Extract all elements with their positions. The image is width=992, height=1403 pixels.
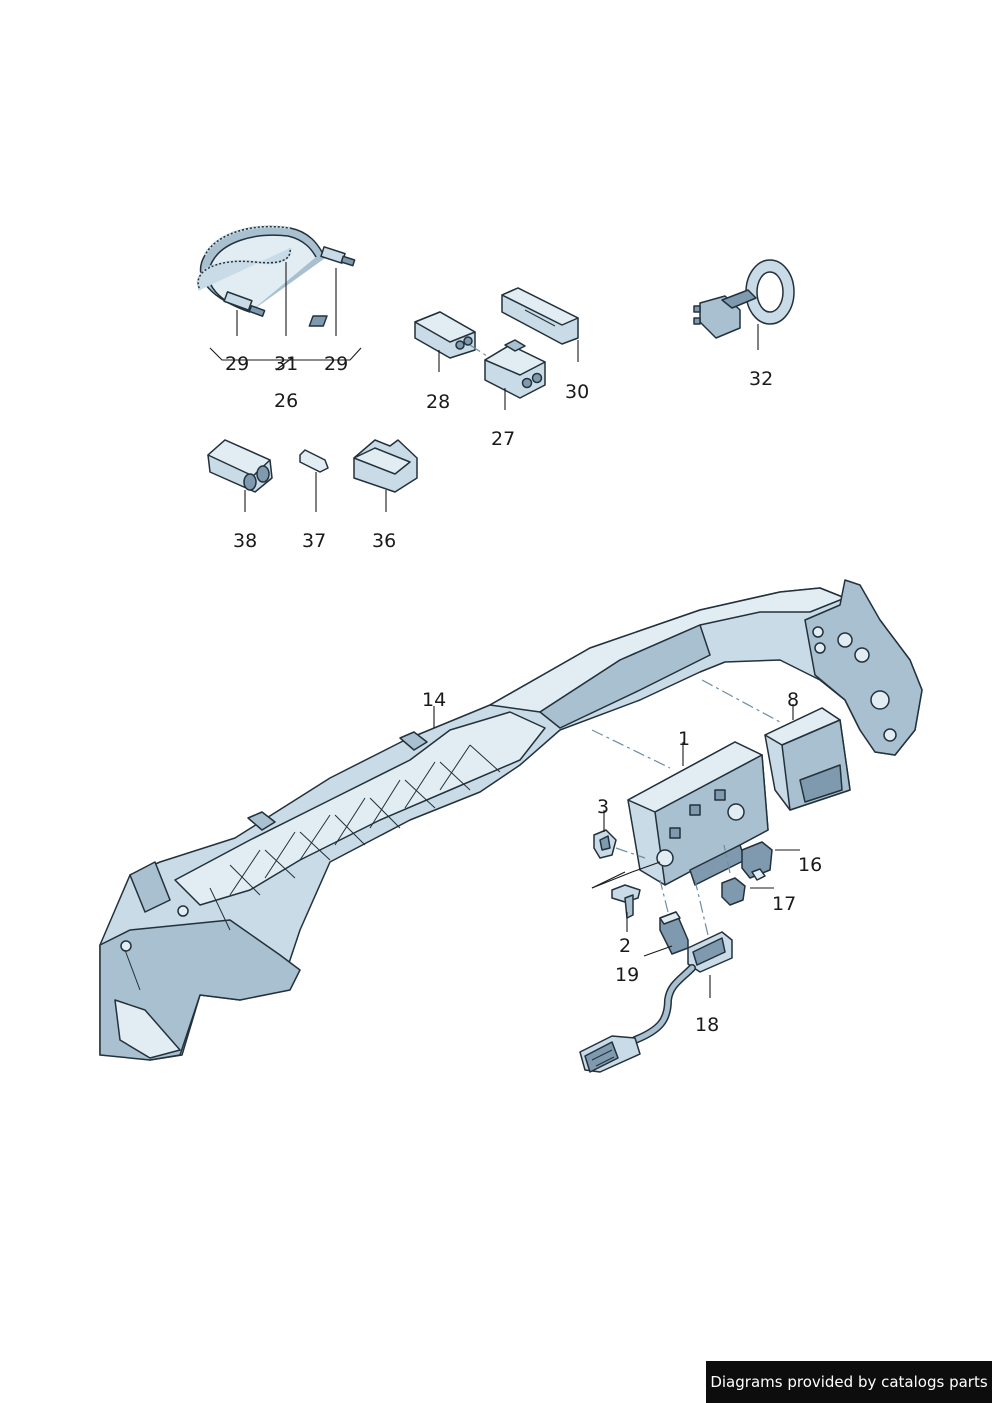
- credit-banner: Diagrams provided by catalogs parts: [706, 1361, 992, 1403]
- coiled-cable-harness: [196, 225, 356, 317]
- callout-32: 32: [749, 368, 773, 390]
- callout-28: 28: [426, 391, 450, 413]
- callout-18: 18: [695, 1014, 719, 1036]
- callout-2: 2: [619, 935, 631, 957]
- ring-terminal-plug: [693, 259, 795, 339]
- cap: [353, 439, 418, 493]
- callout-27: 27: [491, 428, 515, 450]
- callout-19: 19: [615, 964, 639, 986]
- seal-plug: [299, 449, 329, 473]
- connector-27: [484, 339, 546, 399]
- connector-17: [721, 877, 746, 906]
- callout-14: 14: [422, 689, 446, 711]
- callout-3: 3: [597, 796, 609, 818]
- callout-38: 38: [233, 530, 257, 552]
- connector-housing: [308, 311, 476, 359]
- connector-cover: [501, 287, 579, 345]
- callout-29b: 29: [324, 353, 348, 375]
- callout-17: 17: [772, 893, 796, 915]
- wiring-harness-18: [579, 931, 733, 1073]
- callout-1: 1: [678, 728, 690, 750]
- control-unit-8: [764, 707, 851, 811]
- clip: [593, 829, 617, 859]
- bolt: [611, 884, 641, 919]
- connector-19: [659, 911, 689, 955]
- callout-36: 36: [372, 530, 396, 552]
- callout-30: 30: [565, 381, 589, 403]
- connector-16: [741, 841, 773, 881]
- grommet: [207, 439, 273, 493]
- control-unit-1: [627, 741, 769, 886]
- callout-29a: 29: [225, 353, 249, 375]
- callout-8: 8: [787, 689, 799, 711]
- callout-31: 31: [274, 353, 298, 375]
- callout-16: 16: [798, 854, 822, 876]
- callout-labels: 29 31 29 26 28 27 30 32 38 37 36 14 8 1 …: [225, 353, 822, 1036]
- callout-37: 37: [302, 530, 326, 552]
- cross-member-beam: [99, 579, 923, 1061]
- callout-26: 26: [274, 390, 298, 412]
